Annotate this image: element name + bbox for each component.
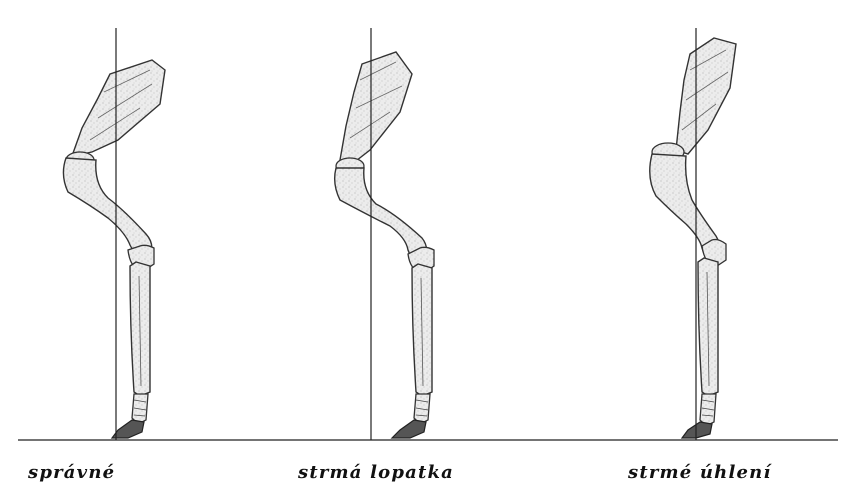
- humerus-2: [335, 168, 427, 260]
- leg-steep-shoulder: [335, 52, 434, 438]
- caption-correct: správné: [28, 462, 115, 483]
- scapula-2: [340, 52, 412, 164]
- caption-steep-shoulder: strmá lopatka: [298, 462, 454, 483]
- caption-steep-pastern: strmé úhlení: [628, 462, 772, 483]
- leg-correct: [63, 60, 165, 438]
- leg-steep-pastern: [650, 38, 736, 438]
- hoof-3: [682, 422, 712, 438]
- humerus-1: [63, 158, 151, 256]
- hoof-1: [112, 420, 144, 438]
- scapula-1: [72, 60, 165, 156]
- hoof-2: [392, 420, 426, 438]
- scapula-3: [676, 38, 736, 154]
